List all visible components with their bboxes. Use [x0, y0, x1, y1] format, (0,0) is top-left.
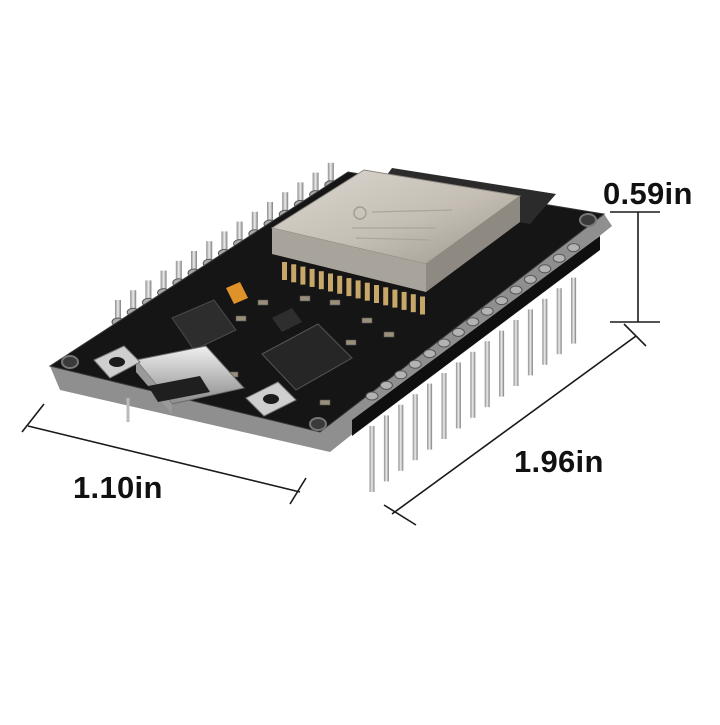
module-pad — [328, 273, 333, 292]
module-pad — [364, 282, 370, 301]
usb-uart-chip — [261, 323, 353, 391]
module-pad — [355, 280, 361, 299]
header-pin — [408, 359, 422, 461]
module-pad — [318, 271, 324, 290]
header-pin — [451, 327, 465, 429]
smd-part — [257, 299, 269, 306]
chip-icon — [270, 169, 522, 292]
header-pin — [509, 285, 523, 386]
module-pads — [282, 262, 425, 315]
module-pad — [300, 266, 306, 285]
dimension-lines — [21, 211, 660, 526]
usb-port-icon — [126, 345, 245, 422]
smd-part — [319, 399, 331, 406]
header-pin — [495, 296, 509, 397]
smd-part — [345, 339, 357, 346]
smd-part — [235, 315, 247, 322]
header-pin — [552, 253, 566, 355]
header-pin — [379, 380, 393, 482]
module-pad — [291, 264, 297, 283]
smd-part — [361, 317, 373, 324]
module-pad — [309, 268, 315, 287]
height-dimension-label: 0.59in — [603, 176, 693, 211]
module-pad — [420, 296, 425, 315]
header-strip — [352, 236, 600, 436]
module-pad — [346, 278, 352, 297]
tantalum-capacitor — [226, 282, 248, 304]
header-pins-front — [352, 236, 600, 492]
smd-part — [383, 331, 395, 338]
module-pad — [392, 289, 398, 308]
module-pad — [401, 291, 407, 310]
length-dimension-label: 1.96in — [514, 444, 604, 479]
transistor — [272, 308, 302, 332]
module-pad — [383, 287, 389, 306]
header-pin — [480, 306, 494, 408]
smd-part — [299, 295, 311, 302]
button-icon — [93, 345, 141, 379]
header-pin — [466, 317, 480, 418]
smd-part — [329, 299, 341, 306]
button-icon — [245, 381, 297, 417]
mounting-holes — [61, 213, 597, 431]
header-pin — [423, 349, 437, 450]
width-dimension-label: 1.10in — [73, 470, 163, 505]
voltage-regulator — [171, 299, 237, 351]
header-pin — [538, 264, 552, 365]
module-pad — [374, 285, 379, 303]
module-pad — [337, 275, 343, 294]
header-pin — [365, 391, 379, 492]
header-pin — [523, 274, 537, 376]
header-pin — [567, 243, 581, 344]
module-pad — [410, 294, 416, 313]
header-pin — [437, 338, 451, 439]
header-pin — [394, 370, 408, 471]
module-pad — [282, 262, 287, 280]
